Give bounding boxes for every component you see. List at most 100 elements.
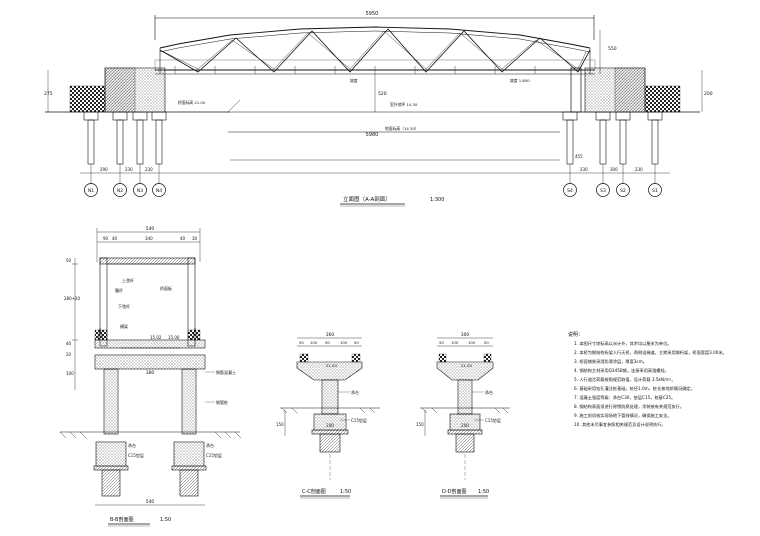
cc-label-1: C15垫层 bbox=[351, 417, 367, 423]
elev-note-0: 桥面标高 21.00 bbox=[178, 100, 206, 105]
note-item-0: 1. 本图尺寸除标高以米计外，其余均以厘米为单位。 bbox=[574, 340, 671, 347]
elev-left-pier-h: 275 bbox=[44, 91, 53, 97]
dd-label-0: 承台 bbox=[485, 389, 493, 395]
elev-note-2: 室外地坪 14.30 bbox=[390, 102, 418, 107]
bb-label-4: 桥面板 bbox=[160, 285, 172, 291]
axis-n2: N2 bbox=[117, 188, 123, 194]
note-item-3: 4. 钢结构主材采用Q345B钢，连接采用高强螺栓。 bbox=[574, 367, 669, 374]
elevation-view bbox=[45, 15, 703, 207]
cc-label-0: 承台 bbox=[351, 389, 359, 395]
axis-s3: S3 bbox=[600, 188, 606, 194]
elev-span-4: 300 bbox=[610, 167, 618, 172]
cc-top-dim: 360 bbox=[326, 332, 335, 338]
bb-title: B-B剖面图 bbox=[110, 516, 134, 523]
axis-n1: N1 bbox=[88, 188, 94, 194]
bb-label-6: 15.00 bbox=[168, 335, 180, 340]
bb-bottom-dim: 540 bbox=[146, 499, 155, 505]
dd-sub-3: 50 bbox=[484, 340, 489, 345]
bb-h-3: 20 bbox=[66, 352, 72, 357]
elev-note-1: 坡度 bbox=[350, 78, 358, 83]
cc-sub-3: 100 bbox=[340, 340, 348, 345]
note-item-8: 9. 施工前须核实现场地下管线情况，确保施工安全。 bbox=[574, 412, 671, 419]
elev-truss-height: 550 bbox=[608, 46, 617, 52]
bb-scale: 1:50 bbox=[160, 517, 171, 523]
elevation-texts: 5950 5980 550 520 275 200 桥面标高 21.00 坡度 … bbox=[44, 11, 713, 203]
bb-sub-2: 340 bbox=[145, 236, 153, 241]
bb-sub-1: 40 bbox=[112, 236, 118, 241]
cc-title: C-C剖面图 bbox=[302, 488, 326, 495]
design-notes: 说明： 1. 本图尺寸除标高以米计外，其余均以厘米为单位。 2. 本桥为钢结构桁… bbox=[568, 331, 727, 428]
cc-sub-0: 50 bbox=[299, 340, 304, 345]
elev-span-3: 230 bbox=[580, 167, 588, 172]
bb-sub-3: 40 bbox=[180, 236, 186, 241]
elevation-title: 立面图（A-A剖面） bbox=[343, 195, 391, 203]
bb-inner-dim: 380 bbox=[146, 370, 155, 376]
bb-h-1: 280+20 bbox=[64, 296, 81, 301]
note-item-2: 3. 桥面铺装采用防滑涂层，厚度3cm。 bbox=[574, 358, 647, 365]
elev-clearance: 520 bbox=[378, 91, 387, 97]
note-item-4: 5. 人行道活荷载按照规范取值，设计荷载 3.5kN/m²。 bbox=[574, 376, 675, 383]
bb-sub-4: 30 bbox=[192, 236, 198, 241]
bb-base-1: C15垫层 bbox=[128, 452, 144, 458]
dd-scale: 1:50 bbox=[478, 489, 489, 495]
note-item-9: 10. 其他未尽事宜参照相关规范及设计说明执行。 bbox=[574, 421, 666, 428]
axis-s2: S2 bbox=[620, 188, 626, 194]
axis-n4: N4 bbox=[156, 188, 162, 194]
axis-s4: S4 bbox=[567, 188, 573, 194]
elev-span-5: 230 bbox=[635, 167, 643, 172]
elev-span-7: 455 bbox=[575, 154, 583, 159]
bb-base-0: 承台 bbox=[128, 442, 136, 448]
note-item-6: 7. 混凝土强度等级：承台C30，垫层C15，桩基C25。 bbox=[574, 394, 675, 401]
dd-top-dim: 300 bbox=[461, 332, 470, 338]
section-dd-texts: 300 50 100 100 50 21.00 承台 C15垫层 150 200… bbox=[416, 332, 501, 495]
cc-bottom: 200 bbox=[326, 423, 334, 428]
cc-sub-2: 50 bbox=[325, 340, 330, 345]
bb-h-0: 50 bbox=[66, 258, 72, 263]
note-item-1: 2. 本桥为钢结构桁架人行天桥，两侧设梯道，主跨采用钢桁架，桥面宽度3.00米。 bbox=[574, 349, 727, 356]
bb-sub-0: 90 bbox=[103, 236, 109, 241]
bb-label-2: 下弦杆 bbox=[118, 303, 130, 309]
cc-left-dim: 150 bbox=[276, 422, 284, 427]
elev-span-2: 230 bbox=[145, 167, 153, 172]
bb-label-0: 上弦杆 bbox=[122, 277, 134, 283]
bb-label-5: 15.02 bbox=[150, 335, 162, 340]
cc-sub-4: 50 bbox=[354, 340, 359, 345]
dd-sub-2: 100 bbox=[468, 340, 476, 345]
section-bb bbox=[59, 228, 242, 527]
axis-n3: N3 bbox=[137, 188, 143, 194]
bb-base-3: 承台 bbox=[206, 442, 214, 448]
dd-elev: 21.00 bbox=[461, 363, 472, 368]
bb-h-4: 100 bbox=[66, 371, 74, 376]
elev-total-span-top: 5950 bbox=[366, 11, 379, 17]
bb-label-3: 横梁 bbox=[120, 323, 128, 329]
cc-scale: 1:50 bbox=[340, 489, 351, 495]
note-item-5: 6. 基础采用钻孔灌注桩基础，桩径1.0m，桩长按地质情况确定。 bbox=[574, 385, 695, 392]
elev-note-4: 地面标高（14.30） bbox=[385, 126, 419, 131]
elev-right-pier-h: 200 bbox=[704, 91, 713, 97]
elev-span-1: 230 bbox=[125, 167, 133, 172]
bb-h-2: 40 bbox=[66, 341, 72, 346]
bb-base-2: C15垫层 bbox=[206, 452, 222, 458]
dd-label-1: C15垫层 bbox=[485, 417, 501, 423]
elevation-scale: 1:300 bbox=[430, 197, 444, 203]
bb-side-0: 钢筋混凝土 bbox=[216, 369, 236, 375]
dd-sub-1: 100 bbox=[451, 340, 459, 345]
note-item-7: 8. 钢结构表面须进行除锈防腐处理，涂装按有关规范执行。 bbox=[574, 403, 684, 410]
elev-total-span-bottom: 5980 bbox=[366, 132, 379, 138]
cc-sub-1: 100 bbox=[310, 340, 318, 345]
bb-overall: 540 bbox=[146, 226, 155, 232]
dd-bottom: 200 bbox=[461, 423, 469, 428]
bb-label-1: 腹杆 bbox=[115, 287, 123, 293]
cc-elev: 21.00 bbox=[326, 363, 337, 368]
elev-note-3: 坡度 1.600 bbox=[510, 78, 530, 83]
notes-heading: 说明： bbox=[568, 331, 583, 338]
dd-left-dim: 150 bbox=[416, 422, 424, 427]
bb-side-1: 钢管桩 bbox=[216, 399, 228, 405]
dd-sub-0: 50 bbox=[439, 340, 444, 345]
section-dd bbox=[420, 337, 510, 499]
section-cc bbox=[280, 337, 380, 499]
axis-s1: S1 bbox=[652, 188, 658, 194]
section-cc-texts: 360 50 100 50 100 50 21.00 承台 C15垫层 150 … bbox=[276, 332, 367, 495]
